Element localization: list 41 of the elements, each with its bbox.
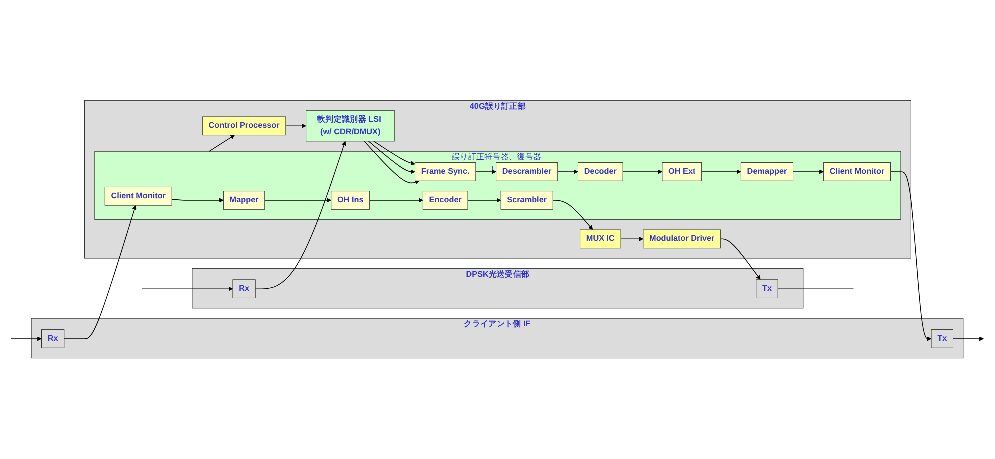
arrow <box>701 170 742 174</box>
arrow <box>255 141 346 290</box>
process-box: Rx <box>232 280 256 298</box>
process-box: Tx <box>756 280 778 298</box>
arrow <box>476 170 496 174</box>
process-box: Rx <box>42 330 65 348</box>
process-box: Frame Sync. <box>415 162 476 182</box>
arrow <box>10 336 42 342</box>
arrow <box>622 170 663 174</box>
process-box: Scrambler <box>500 191 554 210</box>
process-box: Client Monitor <box>824 162 892 182</box>
arrow <box>890 172 932 342</box>
arrow <box>720 238 761 280</box>
arrow <box>264 198 332 203</box>
process-box: 軟判定識別器 LSI (w/ CDR/DMUX) <box>306 110 396 142</box>
arrow <box>368 141 416 174</box>
process-box: MUX IC <box>580 230 622 249</box>
arrow <box>792 170 824 174</box>
arrow <box>468 198 502 203</box>
process-box: Decoder <box>578 162 624 182</box>
process-box: Descrambler <box>496 162 558 182</box>
process-box: Client Monitor <box>104 186 172 206</box>
arrow <box>142 286 234 292</box>
arrow <box>172 198 224 203</box>
process-box: Demapper <box>740 162 794 182</box>
process-box: Mapper <box>223 191 266 210</box>
process-box: Control Processor <box>202 116 286 136</box>
process-box: OH Ext <box>662 162 702 182</box>
process-box: Encoder <box>422 191 468 210</box>
arrow <box>374 141 416 166</box>
arrow <box>620 236 644 242</box>
arrow <box>552 200 594 230</box>
process-box: Tx <box>931 330 954 348</box>
process-box: Modulator Driver <box>643 230 722 249</box>
process-box: OH Ins <box>331 191 370 210</box>
arrow <box>64 205 137 340</box>
arrow <box>952 336 984 342</box>
arrow <box>364 141 420 185</box>
arrow <box>558 170 578 174</box>
arrow <box>369 198 424 203</box>
arrow <box>286 124 306 128</box>
